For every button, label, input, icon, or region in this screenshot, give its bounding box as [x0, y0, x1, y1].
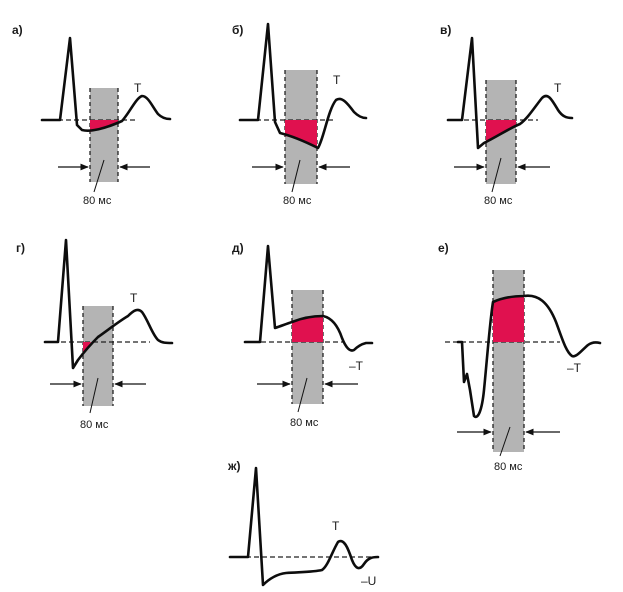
negative-t-wave-label: –T	[349, 359, 364, 373]
ecg-trace	[456, 294, 602, 419]
t-wave-label: T	[134, 81, 142, 95]
st-depression-area	[83, 342, 91, 355]
panel-letter: ж)	[227, 459, 241, 473]
panel-g: г) T 80 мс	[16, 238, 174, 431]
leader-line	[491, 157, 502, 193]
duration-label: 80 мс	[80, 419, 109, 431]
ecg-trace	[43, 238, 174, 370]
panel-letter: а)	[12, 23, 23, 37]
panel-e: е) –T 80 мс	[438, 241, 602, 473]
negative-t-wave-label: –T	[567, 361, 582, 375]
ecg-trace	[40, 36, 172, 132]
negative-u-wave-label: –U	[361, 574, 376, 588]
leader-line	[89, 377, 99, 414]
leader-line	[297, 377, 308, 413]
duration-label: 80 мс	[484, 195, 513, 207]
t-wave-label: T	[554, 81, 562, 95]
t-wave-label: T	[130, 291, 138, 305]
panel-letter: е)	[438, 241, 449, 255]
duration-label: 80 мс	[290, 417, 319, 429]
panel-d: д) –T 80 мс	[232, 241, 374, 429]
t-wave-label: T	[333, 73, 341, 87]
ecg-trace	[238, 22, 368, 150]
t-wave-label: T	[332, 519, 340, 533]
leader-line	[499, 426, 511, 457]
panel-letter: в)	[440, 23, 451, 37]
duration-label: 80 мс	[83, 195, 112, 207]
st-depression-area	[285, 120, 317, 147]
st-depression-area	[486, 120, 516, 141]
panel-a: а) T 80 мс	[12, 23, 172, 207]
ecg-trace	[228, 466, 380, 587]
measurement-window	[292, 290, 323, 404]
panel-letter: б)	[232, 23, 243, 37]
panel-v: в) T 80 мс	[440, 23, 574, 207]
measurement-window	[90, 88, 118, 182]
ecg-trace	[243, 244, 374, 352]
duration-label: 80 мс	[494, 461, 523, 473]
panel-letter: г)	[16, 241, 25, 255]
panel-zh: ж) T –U	[227, 459, 380, 588]
duration-label: 80 мс	[283, 195, 312, 207]
ecg-trace	[446, 36, 574, 150]
leader-line	[93, 159, 105, 193]
panel-b: б) T 80 мс	[232, 22, 368, 207]
st-elevation-area	[493, 296, 524, 342]
measurement-window	[83, 306, 113, 406]
st-elevation-area	[292, 316, 323, 342]
leader-line	[291, 159, 301, 193]
panel-letter: д)	[232, 241, 244, 255]
